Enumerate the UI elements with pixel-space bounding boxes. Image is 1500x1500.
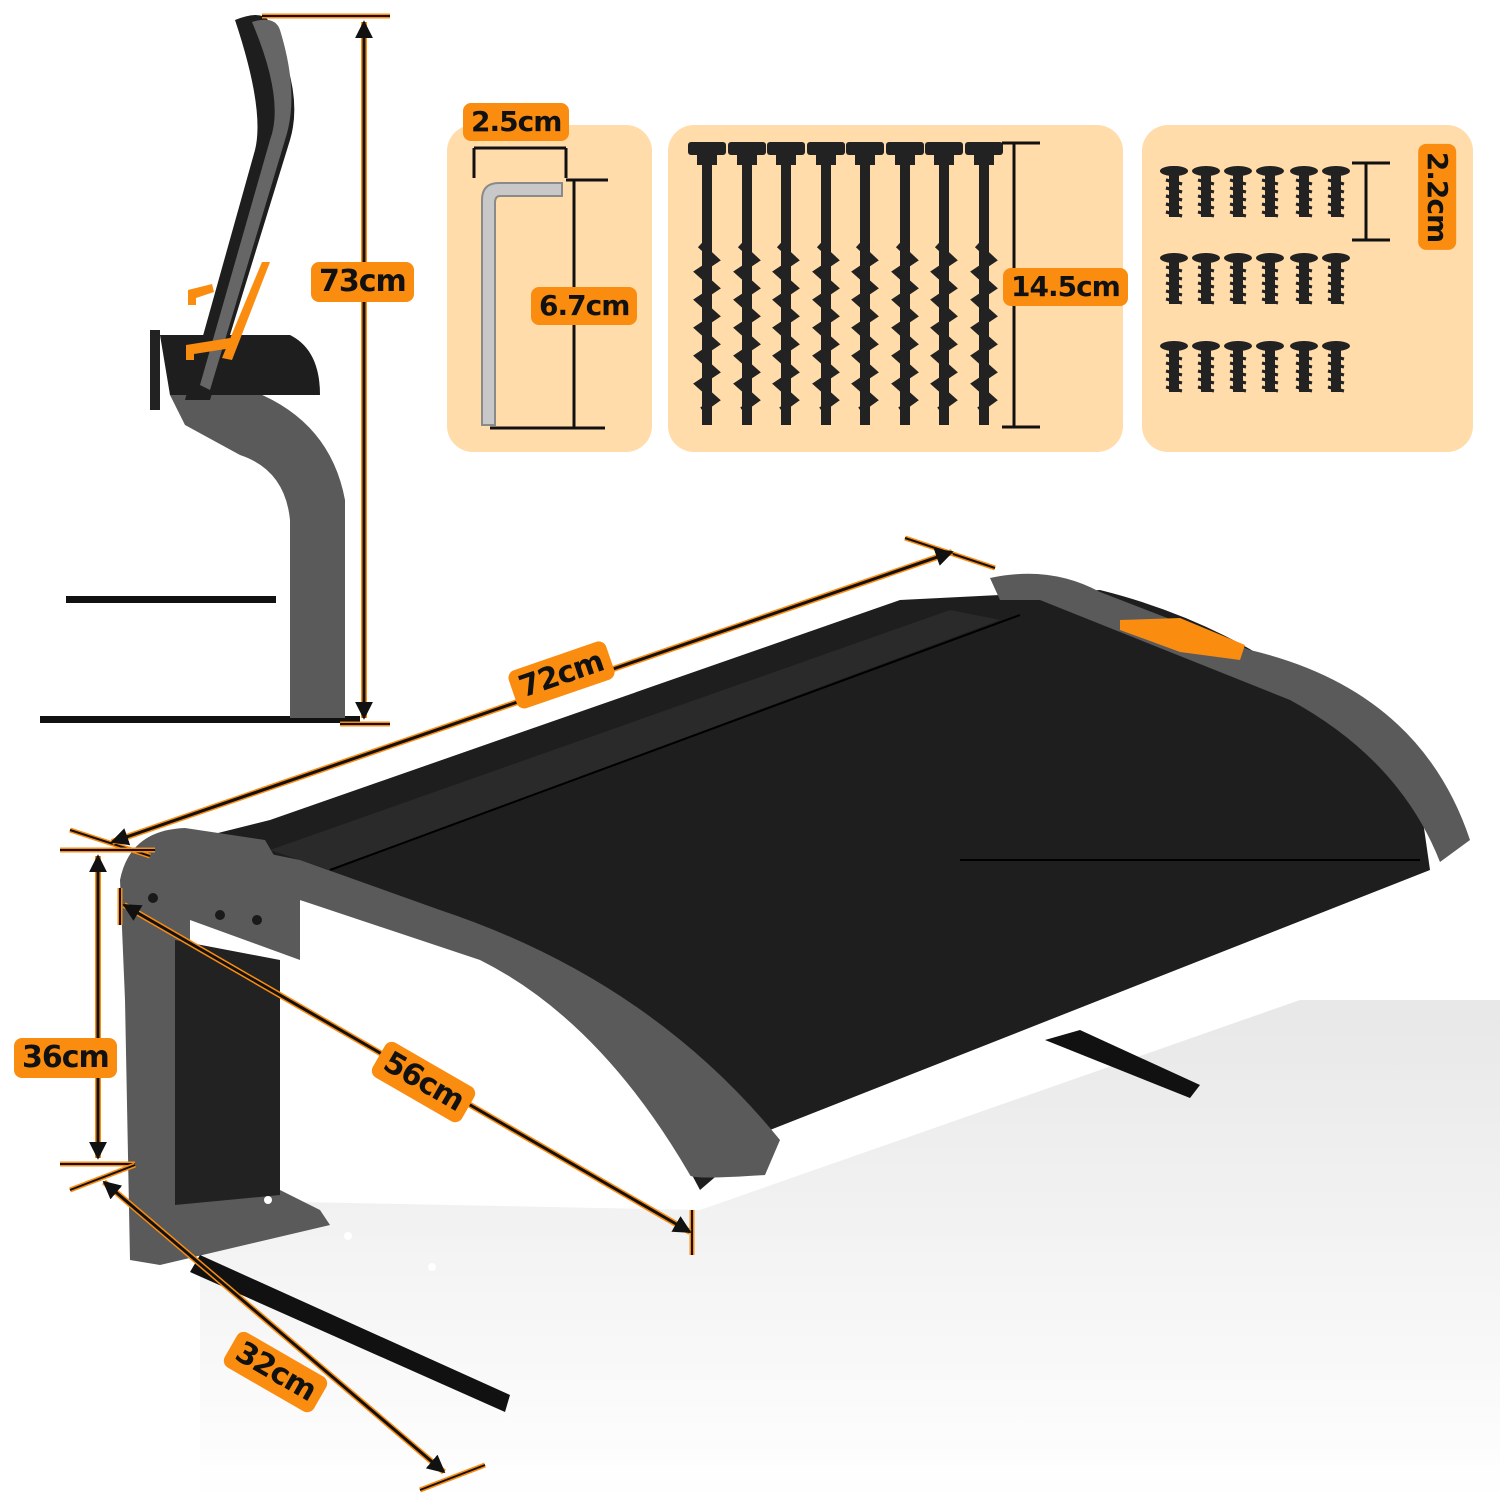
ground-stakes-icon: [688, 142, 1040, 429]
label-side-height: 73cm: [311, 262, 414, 302]
hex-key-icon: [472, 146, 608, 430]
label-clearance-height: 36cm: [14, 1038, 117, 1078]
label-hex-key-length: 6.7cm: [531, 287, 638, 325]
screws-icon: [1158, 161, 1390, 392]
main-product-illustration: [60, 535, 1500, 1500]
label-hex-key-width: 2.5cm: [463, 103, 570, 141]
side-view-illustration: [40, 13, 390, 727]
label-screw-length: 2.2cm: [1418, 143, 1457, 251]
label-stake-length: 14.5cm: [1003, 268, 1128, 306]
